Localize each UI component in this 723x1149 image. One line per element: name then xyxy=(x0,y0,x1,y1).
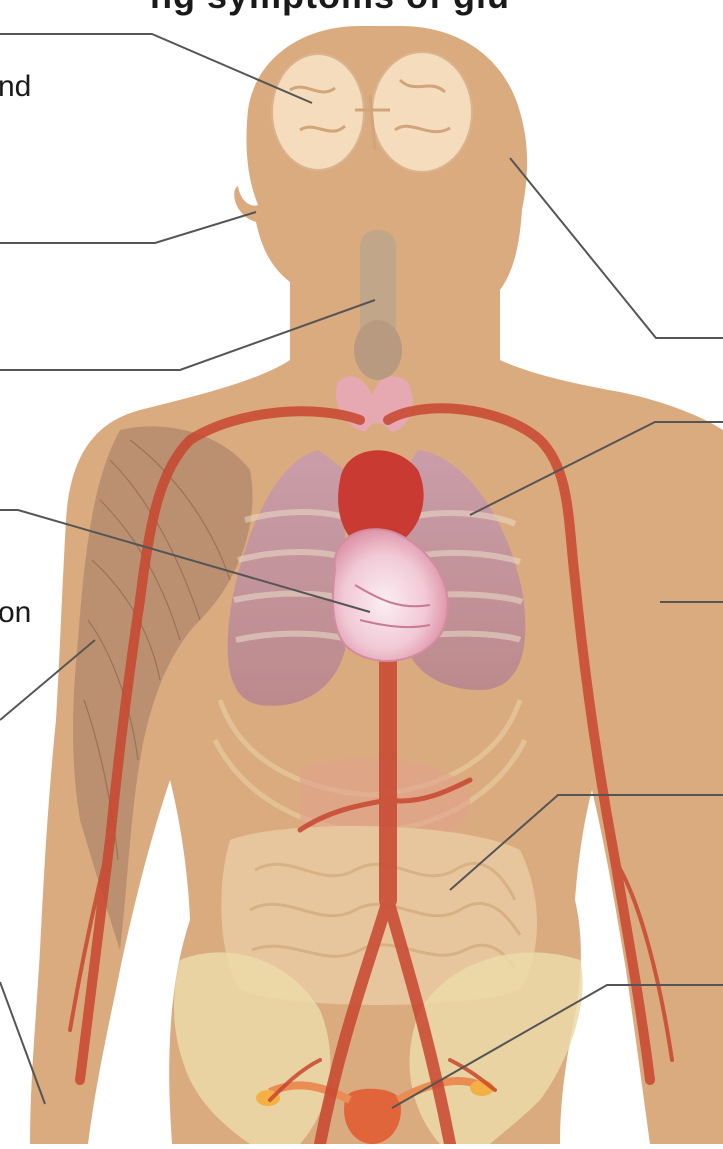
label-brain: nd xyxy=(0,72,31,102)
diagram-title: ng symptoms of glu xyxy=(150,0,510,14)
label-heart: on xyxy=(0,598,31,628)
leader-line-ear xyxy=(0,212,256,243)
leader-line-head-right xyxy=(510,158,723,338)
